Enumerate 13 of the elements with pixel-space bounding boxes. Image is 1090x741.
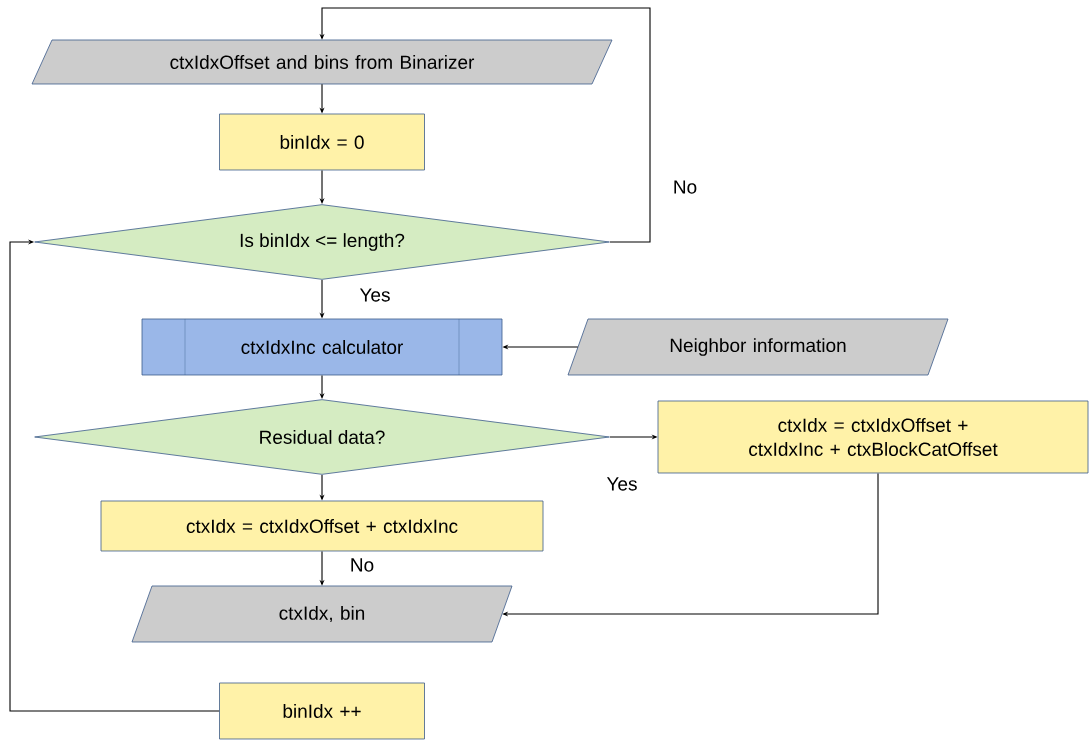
process-box: ctxIdx = ctxIdxOffset + ctxIdxInc + ctxBlockCatOffset bbox=[657, 400, 1089, 474]
edge-label: Yes bbox=[606, 477, 637, 491]
edge-label: Yes bbox=[359, 288, 390, 302]
output-parallelogram: ctxIdx, bin bbox=[131, 585, 513, 643]
edge-label: No bbox=[351, 558, 374, 572]
process-box: ctxIdx = ctxIdxOffset + ctxIdxInc bbox=[100, 500, 544, 552]
input-parallelogram: Neighbor information bbox=[567, 318, 949, 376]
edge-label: No bbox=[674, 180, 697, 194]
arrow bbox=[9, 239, 220, 712]
process-box: binIdx = 0 bbox=[219, 113, 425, 171]
process-box: binIdx ++ bbox=[219, 682, 425, 740]
predefined-process-box: ctxIdxInc calculator bbox=[141, 318, 503, 376]
input-parallelogram: ctxIdxOffset and bins from Binarizer bbox=[31, 39, 613, 85]
